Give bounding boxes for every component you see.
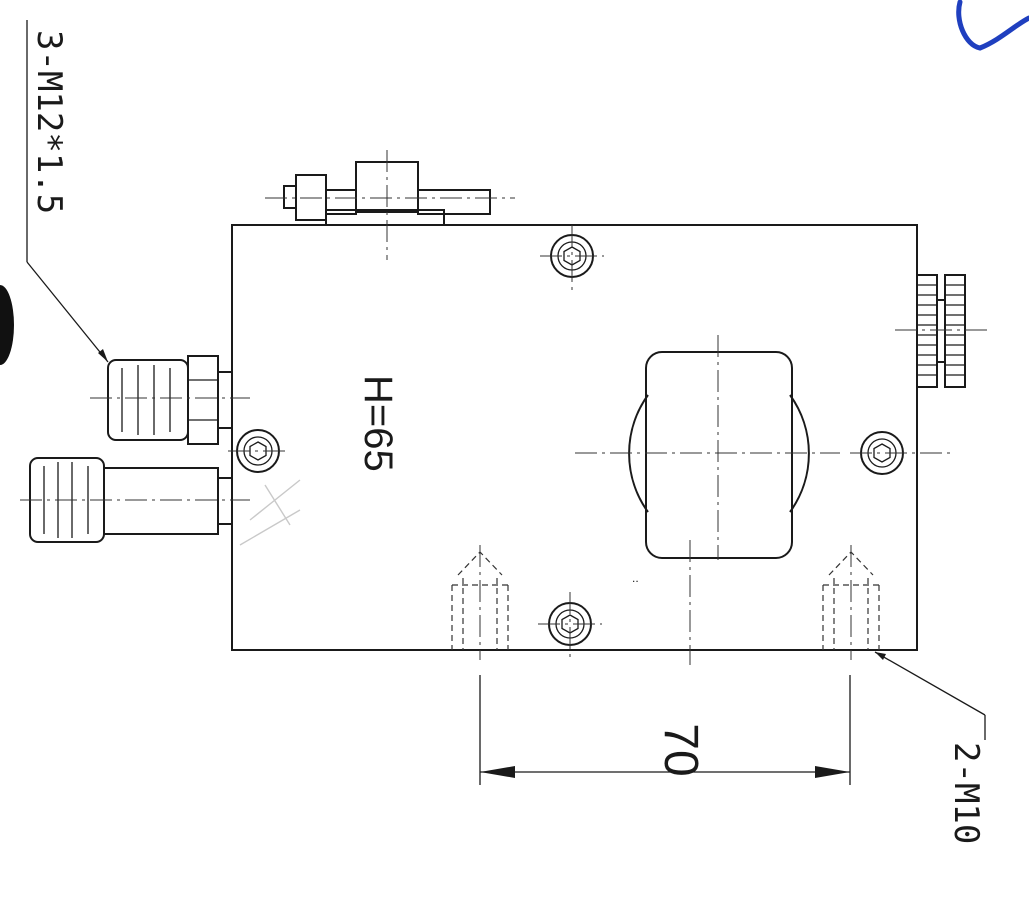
top-fitting (265, 150, 515, 260)
pen-mark (956, 0, 1029, 51)
threaded-hole-right (822, 545, 880, 660)
valve-body (231, 224, 918, 651)
bolt-left (228, 429, 290, 473)
leader-thread-ports (26, 20, 109, 363)
threaded-hole-left (451, 545, 509, 660)
left-fitting-lower (20, 457, 250, 543)
bolt-right (850, 431, 955, 475)
right-knob (895, 274, 988, 388)
bolt-top (540, 225, 604, 290)
bolt-bottom (538, 592, 602, 660)
pencil-mark (239, 479, 301, 546)
leader-mount-threads (874, 651, 986, 740)
label-thread-ports: 3-M12*1.5 (29, 30, 69, 214)
label-height: H=65 (356, 375, 400, 472)
ink-blob (0, 285, 14, 365)
central-coil: .. (575, 335, 840, 665)
dimension-70 (479, 675, 851, 785)
left-fitting-upper (90, 355, 250, 445)
label-mount-threads: 2-M10 (946, 742, 986, 844)
dimension-label-70: 70 (654, 723, 707, 776)
svg-text:..: .. (632, 571, 639, 585)
